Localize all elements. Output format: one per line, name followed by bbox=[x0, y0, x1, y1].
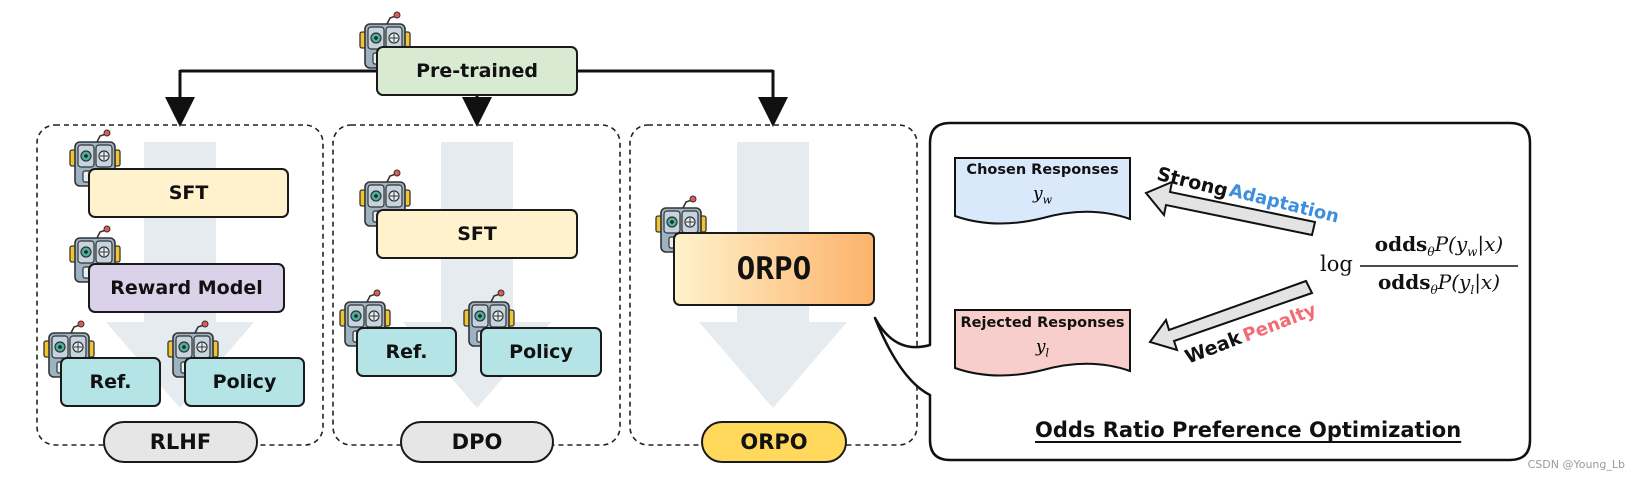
chosen-responses-label: Chosen Responses bbox=[966, 162, 1119, 178]
rejected-symbol-sub: l bbox=[1045, 346, 1050, 360]
rlhf-sft-box: SFT bbox=[88, 168, 289, 218]
chosen-symbol-y: y bbox=[1032, 184, 1043, 204]
dpo-ref-box: Ref. bbox=[356, 327, 457, 377]
orpo-main-box: ORPO bbox=[673, 232, 875, 306]
formula-numerator: oddsθP(yw|x) bbox=[1360, 232, 1518, 259]
dpo-policy-label: Policy bbox=[509, 341, 573, 363]
numerator-odds: odds bbox=[1374, 232, 1428, 256]
rejected-responses-label: Rejected Responses bbox=[960, 315, 1125, 331]
strong-adaptation-arrow bbox=[1144, 180, 1317, 237]
rlhf-reward-model-box: Reward Model bbox=[88, 263, 285, 313]
dpo-sft-label: SFT bbox=[457, 223, 497, 245]
orpo-tag-label: ORPO bbox=[740, 430, 808, 454]
rejected-symbol-y: y bbox=[1035, 337, 1046, 357]
dpo-container bbox=[332, 124, 621, 446]
chosen-symbol-sub: w bbox=[1042, 193, 1053, 207]
rejected-symbol: yl bbox=[955, 337, 1130, 359]
denominator-tail: |x) bbox=[1474, 270, 1501, 294]
branch-arrows bbox=[165, 69, 788, 127]
rlhf-reward-model-label: Reward Model bbox=[110, 277, 263, 299]
rlhf-sft-label: SFT bbox=[168, 182, 209, 204]
orpo-tag: ORPO bbox=[701, 421, 847, 463]
orpo-container bbox=[629, 124, 918, 446]
chosen-document bbox=[954, 157, 1131, 225]
numerator-theta: θ bbox=[1427, 245, 1435, 259]
panel-title: Odds Ratio Preference Optimization bbox=[1035, 418, 1462, 442]
rlhf-tag-label: RLHF bbox=[149, 430, 212, 454]
rejected-document bbox=[954, 309, 1131, 377]
dpo-sft-box: SFT bbox=[376, 209, 578, 259]
rlhf-ref-box: Ref. bbox=[60, 357, 161, 407]
dpo-ref-label: Ref. bbox=[385, 341, 428, 363]
rlhf-policy-box: Policy bbox=[184, 357, 305, 407]
pretrained-box: Pre-trained bbox=[376, 46, 578, 96]
rlhf-tag: RLHF bbox=[103, 421, 258, 463]
denominator-rest: P(y bbox=[1437, 270, 1471, 294]
numerator-tail: |x) bbox=[1477, 232, 1504, 256]
chosen-symbol: yw bbox=[955, 184, 1130, 206]
formula-denominator: oddsθP(yl|x) bbox=[1360, 270, 1518, 297]
denominator-sub: l bbox=[1470, 283, 1475, 297]
watermark: CSDN @Young_Lb bbox=[1527, 458, 1625, 471]
rlhf-policy-label: Policy bbox=[212, 371, 277, 393]
denominator-theta: θ bbox=[1430, 283, 1438, 297]
denominator-odds: odds bbox=[1377, 270, 1431, 294]
numerator-rest: P(y bbox=[1434, 232, 1468, 256]
dpo-tag-label: DPO bbox=[451, 430, 503, 454]
numerator-sub: w bbox=[1467, 245, 1478, 259]
rlhf-ref-label: Ref. bbox=[89, 371, 132, 393]
formula-log: log bbox=[1320, 252, 1353, 276]
dpo-tag: DPO bbox=[400, 421, 554, 463]
dpo-policy-box: Policy bbox=[480, 327, 602, 377]
pretrained-label: Pre-trained bbox=[416, 60, 538, 82]
orpo-main-label: ORPO bbox=[736, 251, 812, 287]
weak-penalty-arrow bbox=[1148, 279, 1314, 352]
